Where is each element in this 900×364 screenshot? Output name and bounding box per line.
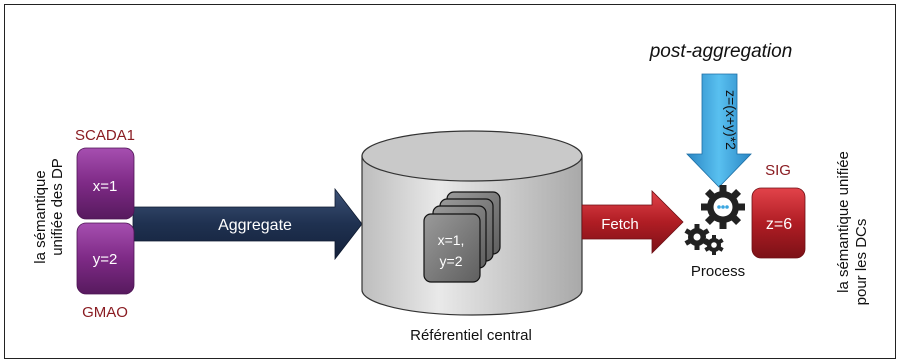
process-caption: Process: [691, 263, 745, 280]
z-value: z=6: [766, 216, 792, 233]
sig-title: SIG: [765, 162, 791, 179]
formula-label: z=(x+y)*2: [723, 90, 739, 150]
z-value-box: [751, 187, 806, 259]
x-value: x=1: [93, 178, 118, 195]
y-value-box: [76, 222, 135, 295]
x-value-box: [76, 147, 135, 220]
scada1-title: SCADA1: [75, 127, 135, 144]
diagram-frame: [4, 4, 896, 359]
gmao-title: GMAO: [82, 304, 128, 321]
aggregate-label: Aggregate: [218, 217, 292, 234]
process-gears-icon: [684, 185, 745, 255]
fetch-arrow: [581, 190, 684, 254]
stack-value-line1: x=1,: [438, 232, 465, 248]
left-semantic-label-line1: la sémantique: [32, 170, 49, 263]
post-aggregation-title: post-aggregation: [649, 41, 793, 62]
right-semantic-label-line1: la sémantique unifiée: [835, 151, 852, 293]
stack-value-line2: y=2: [440, 253, 463, 269]
repository-caption: Référentiel central: [410, 327, 532, 344]
data-stack: [423, 191, 501, 283]
aggregate-arrow: [132, 187, 363, 261]
fetch-label: Fetch: [601, 216, 639, 233]
right-semantic-label-line2: pour les DCs: [853, 219, 870, 306]
y-value: y=2: [93, 251, 118, 268]
post-aggregation-arrow: [686, 73, 752, 188]
left-semantic-label-line2: unifiée des DP: [49, 158, 66, 256]
